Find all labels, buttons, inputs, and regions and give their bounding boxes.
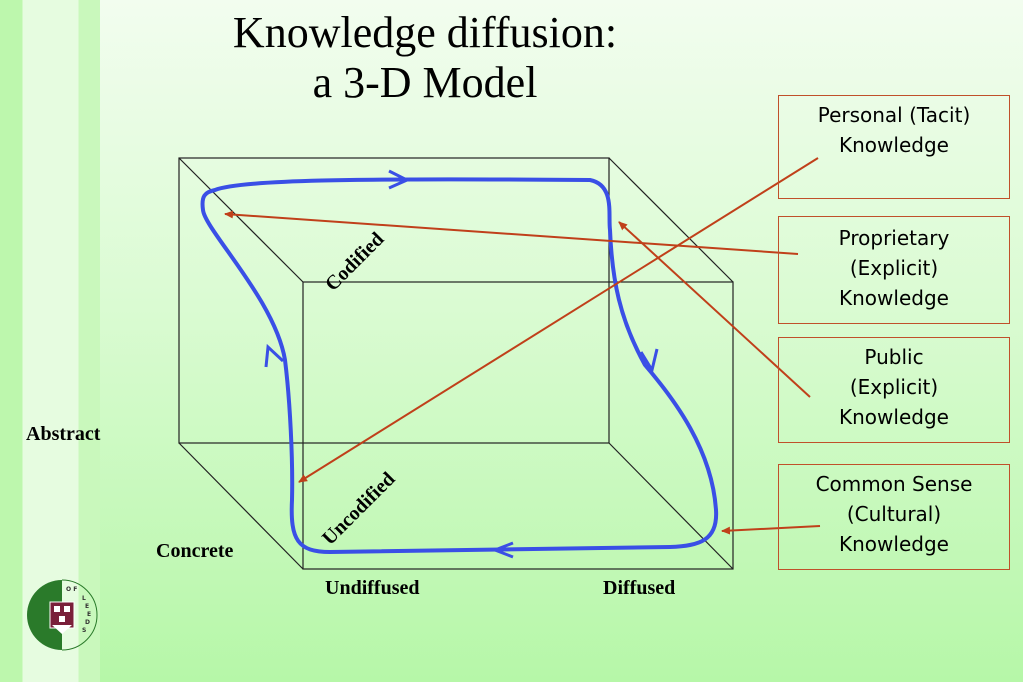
svg-text:D: D bbox=[85, 619, 90, 626]
label-abstract: Abstract bbox=[26, 423, 101, 445]
box-personal-line-2: Knowledge bbox=[839, 133, 949, 157]
arrow-common-sense bbox=[721, 525, 821, 535]
title-line-1: Knowledge diffusion: bbox=[232, 8, 618, 57]
box-personal-line-1: Personal (Tacit) bbox=[817, 103, 971, 127]
cube-back-face bbox=[178, 157, 610, 444]
label-uncodified: Uncodified bbox=[318, 468, 400, 550]
pointer-arrows bbox=[224, 157, 821, 535]
label-concrete: Concrete bbox=[156, 540, 234, 562]
box-proprietary-line-3: Knowledge bbox=[839, 286, 949, 310]
cycle-arrow-right bbox=[639, 348, 659, 374]
cycle-arrow-bottom bbox=[490, 541, 514, 559]
box-proprietary-line-1: Proprietary bbox=[838, 226, 950, 250]
svg-text:O F: O F bbox=[66, 586, 77, 593]
box-common-line-1: Common Sense bbox=[815, 472, 973, 496]
knowledge-cycle-path bbox=[200, 177, 719, 555]
university-logo: O F L E E D S bbox=[27, 579, 98, 651]
box-proprietary-line-2: (Explicit) bbox=[849, 256, 939, 280]
box-public-line-3: Knowledge bbox=[839, 405, 949, 429]
box-common-sense-cultural: Common Sense (Cultural) Knowledge bbox=[778, 464, 1010, 570]
slide-title: Knowledge diffusion: a 3-D Model bbox=[160, 8, 690, 108]
label-diffused: Diffused bbox=[603, 577, 676, 599]
label-codified: Codified bbox=[321, 228, 388, 295]
svg-text:E: E bbox=[85, 603, 89, 610]
arrow-proprietary bbox=[224, 210, 799, 255]
svg-text:E: E bbox=[87, 611, 91, 618]
box-personal-tacit: Personal (Tacit) Knowledge bbox=[778, 95, 1010, 199]
svg-text:S: S bbox=[82, 627, 86, 634]
box-common-line-2: (Cultural) bbox=[846, 502, 942, 526]
cube-edge-top-left bbox=[178, 157, 304, 283]
box-public-explicit: Public (Explicit) Knowledge bbox=[778, 337, 1010, 443]
box-common-line-3: Knowledge bbox=[839, 532, 949, 556]
cube-front-face bbox=[302, 281, 734, 570]
svg-text:L: L bbox=[82, 595, 86, 602]
box-public-line-2: (Explicit) bbox=[849, 375, 939, 399]
cycle-arrow-left bbox=[264, 343, 285, 368]
title-line-2: a 3-D Model bbox=[312, 58, 538, 107]
label-undiffused: Undiffused bbox=[325, 577, 420, 599]
arrow-personal bbox=[298, 157, 819, 483]
cube-edge-bottom-right bbox=[608, 442, 734, 570]
cube-edge-top-right bbox=[608, 157, 734, 283]
left-decorative-band bbox=[0, 0, 100, 682]
cube-edge-bottom-left bbox=[178, 442, 304, 570]
box-proprietary-explicit: Proprietary (Explicit) Knowledge bbox=[778, 216, 1010, 324]
box-public-line-1: Public bbox=[864, 345, 924, 369]
cycle-arrow-top bbox=[388, 169, 411, 190]
cube-edges bbox=[178, 157, 734, 570]
cycle-chevrons bbox=[264, 169, 659, 559]
